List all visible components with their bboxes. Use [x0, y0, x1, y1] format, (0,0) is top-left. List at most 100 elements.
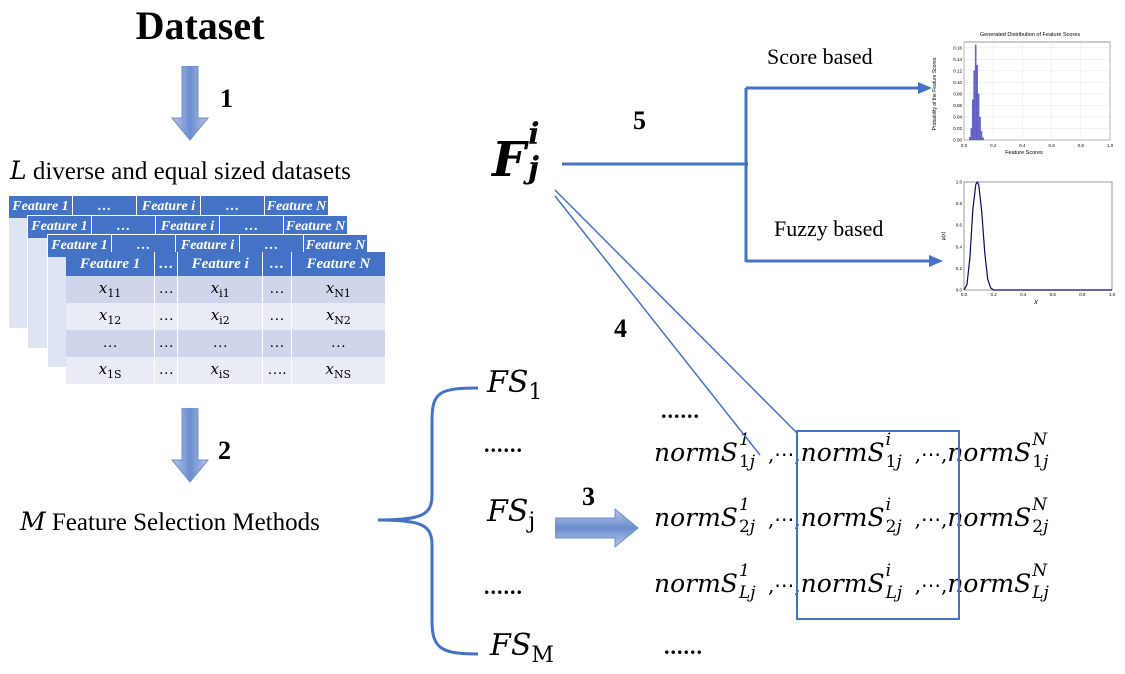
score-chart-ytick: 0.10 [953, 80, 962, 85]
score-chart-ytick: 0.02 [953, 126, 962, 131]
fuzzy-chart-xtick: 1.0 [1109, 292, 1116, 297]
fuzzy-chart-frame [963, 181, 1113, 291]
table-row: x11…xi1…xN1 [66, 276, 387, 303]
table-cell: … [177, 330, 263, 357]
dataset-table-front: Feature 1 … Feature i … Feature N x11…xi… [66, 252, 387, 384]
fuzzy-chart-ytick: 1.0 [956, 180, 963, 185]
score-chart-bar [971, 99, 974, 141]
score-chart-ytick: 0.14 [953, 57, 962, 62]
fuzzy-chart-ytick: 0.4 [956, 244, 963, 249]
score-chart-ytick: 0.00 [953, 138, 962, 143]
step-5-label: 5 [633, 106, 646, 135]
score-chart-title: Generated Distribution of Feature Scores [980, 32, 1081, 38]
fs-m: FSM [490, 628, 554, 668]
score-chart-xtick: 1.0 [1107, 143, 1114, 148]
fuzzy-chart-ylabel: μ(x) [941, 231, 947, 240]
arrowhead-score [918, 82, 932, 94]
score-chart-xtick: 0.8 [1078, 143, 1085, 148]
datasets-caption-text: diverse and equal sized datasets [32, 158, 351, 185]
table-cell: x12 [66, 303, 156, 330]
score-chart-xtick: 0.2 [990, 143, 997, 148]
norm-dots-top: ...... [661, 398, 700, 423]
fuzzy-chart-xtick: 0.4 [1020, 292, 1027, 297]
norm-separator: ,⋯, [914, 507, 948, 531]
score-chart-bar [974, 44, 977, 141]
table-cell: … [154, 303, 179, 330]
fuzzy-chart-ytick: 0.2 [956, 266, 963, 271]
table-cell: xi2 [177, 303, 263, 330]
step-1-label: 1 [220, 84, 233, 113]
fuzzy-chart-xlabel: x [1033, 299, 1038, 306]
score-chart-ytick: 0.16 [953, 45, 962, 50]
fuzzy-chart-ytick: 0.0 [956, 288, 963, 293]
score-chart-bar [979, 116, 981, 141]
table-cell: …. [262, 357, 292, 384]
step-2-label: 2 [218, 436, 231, 465]
table-cell: … [291, 330, 387, 357]
table-row: …………… [66, 330, 387, 357]
table-cell: … [154, 357, 179, 384]
table-cell: x11 [66, 276, 156, 303]
col-header: Feature i [177, 252, 263, 276]
score-chart-bar [982, 137, 984, 141]
methods-caption: M Feature Selection Methods [20, 507, 320, 537]
table-cell: … [262, 330, 292, 357]
score-chart-bar [973, 70, 976, 141]
fuzzy-chart-xtick: 0.8 [1079, 292, 1086, 297]
score-chart-frame [963, 41, 1111, 141]
m-variable: M [20, 507, 46, 536]
step-3-label: 3 [582, 482, 595, 511]
score-chart-ytick: 0.04 [953, 114, 962, 119]
score-chart-bar [977, 93, 980, 141]
methods-caption-text: Feature Selection Methods [51, 509, 320, 536]
norm-separator: ,⋯, [767, 507, 801, 531]
step-4-label: 4 [614, 314, 627, 343]
l-variable: L [10, 156, 27, 185]
methods-brace [377, 386, 479, 656]
col-header: … [262, 252, 292, 276]
table-cell: xNS [291, 357, 387, 384]
right-arrow-3 [555, 508, 639, 549]
fuzzy-chart-xtick: 0.2 [990, 292, 997, 297]
diagram-title: Dataset [135, 3, 265, 48]
fs-1: FS1 [487, 365, 543, 405]
fs-j: FSj [487, 494, 536, 534]
down-arrow-2 [170, 408, 210, 483]
score-chart-bar [976, 64, 978, 141]
score-chart-bar [969, 137, 971, 141]
col-header: Feature N [291, 252, 387, 276]
fs-dots-1: ...... [484, 432, 523, 457]
table-row: x1S…xiS….xNS [66, 357, 387, 384]
score-chart-xlabel: Feature Scores [1005, 150, 1043, 156]
table-cell: x1S [66, 357, 156, 384]
table-cell: … [262, 276, 292, 303]
score-based-label: Score based [767, 44, 873, 69]
norm-separator: ,⋯, [914, 573, 948, 597]
table-cell: xN1 [291, 276, 387, 303]
score-distribution-chart: Generated Distribution of Feature Scores… [932, 32, 1114, 156]
score-chart-bar [970, 128, 973, 141]
table-cell: xN2 [291, 303, 387, 330]
fuzzy-chart-ytick: 0.6 [956, 223, 963, 228]
fuzzy-chart-xtick: 0.0 [961, 292, 968, 297]
table-cell: … [262, 303, 292, 330]
fuzzy-membership-line [963, 181, 1112, 291]
score-chart-ytick: 0.12 [953, 68, 962, 73]
col-header: Feature 1 [66, 252, 156, 276]
f-j-i-symbol: F i j [492, 117, 540, 188]
down-arrow-1 [170, 66, 210, 141]
norm-dots-bottom: ...... [664, 634, 703, 659]
score-chart-xtick: 0.6 [1048, 143, 1055, 148]
datasets-caption: L diverse and equal sized datasets [10, 156, 351, 186]
